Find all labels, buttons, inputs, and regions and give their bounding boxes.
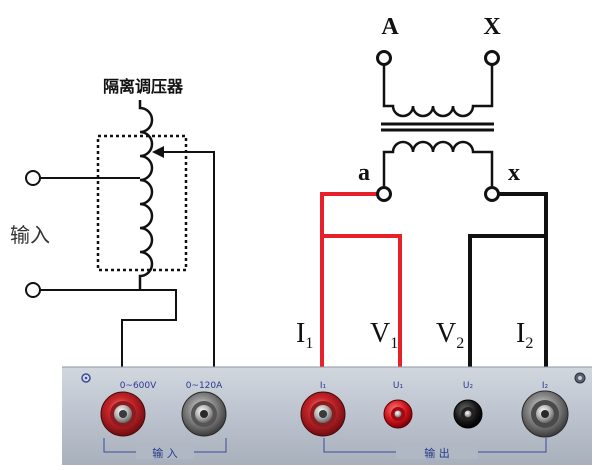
lead-V2	[468, 234, 546, 370]
regulator-core-outline	[96, 134, 188, 272]
regulator-title: 隔离调压器	[103, 77, 184, 96]
common-wire	[121, 289, 177, 368]
input-current-range: 0~120A	[186, 381, 223, 391]
jack-I2-label: I₂	[542, 381, 549, 391]
secondary-winding	[382, 140, 494, 186]
input-terminal-top	[25, 170, 41, 186]
terminal-A-label: A	[381, 14, 399, 40]
label-V2: V2	[436, 318, 464, 352]
input-current-post[interactable]	[181, 391, 227, 437]
output-I2-post[interactable]	[521, 390, 569, 438]
lead-I2	[498, 192, 548, 370]
output-U1-socket[interactable]	[383, 399, 413, 429]
slider-wire	[160, 151, 215, 368]
output-group-label: 输 出	[424, 446, 450, 460]
regulator-coil	[138, 100, 154, 290]
terminal-a	[376, 186, 392, 202]
terminal-x-label: x	[508, 160, 520, 186]
label-I2: I2	[516, 318, 533, 352]
jack-U2-label: U₂	[463, 381, 474, 391]
lead-V1	[322, 234, 402, 370]
lead-I1	[320, 192, 378, 370]
terminal-X-label: X	[483, 14, 501, 40]
label-V1: V1	[370, 318, 398, 352]
terminal-x	[484, 186, 500, 202]
jack-U1-label: U₁	[393, 381, 404, 391]
red-leads	[320, 192, 402, 370]
input-group-label: 输 入	[152, 446, 178, 460]
terminal-X	[484, 50, 500, 66]
primary-winding	[382, 64, 494, 118]
test-transformer: A X a x	[358, 14, 520, 186]
slider-arrow	[152, 146, 164, 158]
black-leads	[468, 192, 548, 370]
terminal-A	[376, 50, 392, 66]
output-U2-socket[interactable]	[453, 399, 483, 429]
label-I1: I1	[296, 318, 313, 352]
isolation-regulator: 隔离调压器 输入	[10, 77, 215, 368]
input-voltage-post[interactable]	[100, 391, 146, 437]
lead-labels: I1 V1 V2 I2	[296, 318, 533, 352]
jack-I1-label: I₁	[320, 381, 327, 391]
regulator-input-label: 输入	[10, 223, 50, 247]
terminal-a-label: a	[358, 160, 370, 186]
input-terminal-bottom	[25, 282, 41, 298]
output-I1-post[interactable]	[300, 391, 346, 437]
instrument-panel: 0~600V 0~120A I₁ U₁ U₂ I₂ 输 入 输 出	[62, 366, 592, 465]
input-voltage-range: 0~600V	[120, 381, 157, 391]
